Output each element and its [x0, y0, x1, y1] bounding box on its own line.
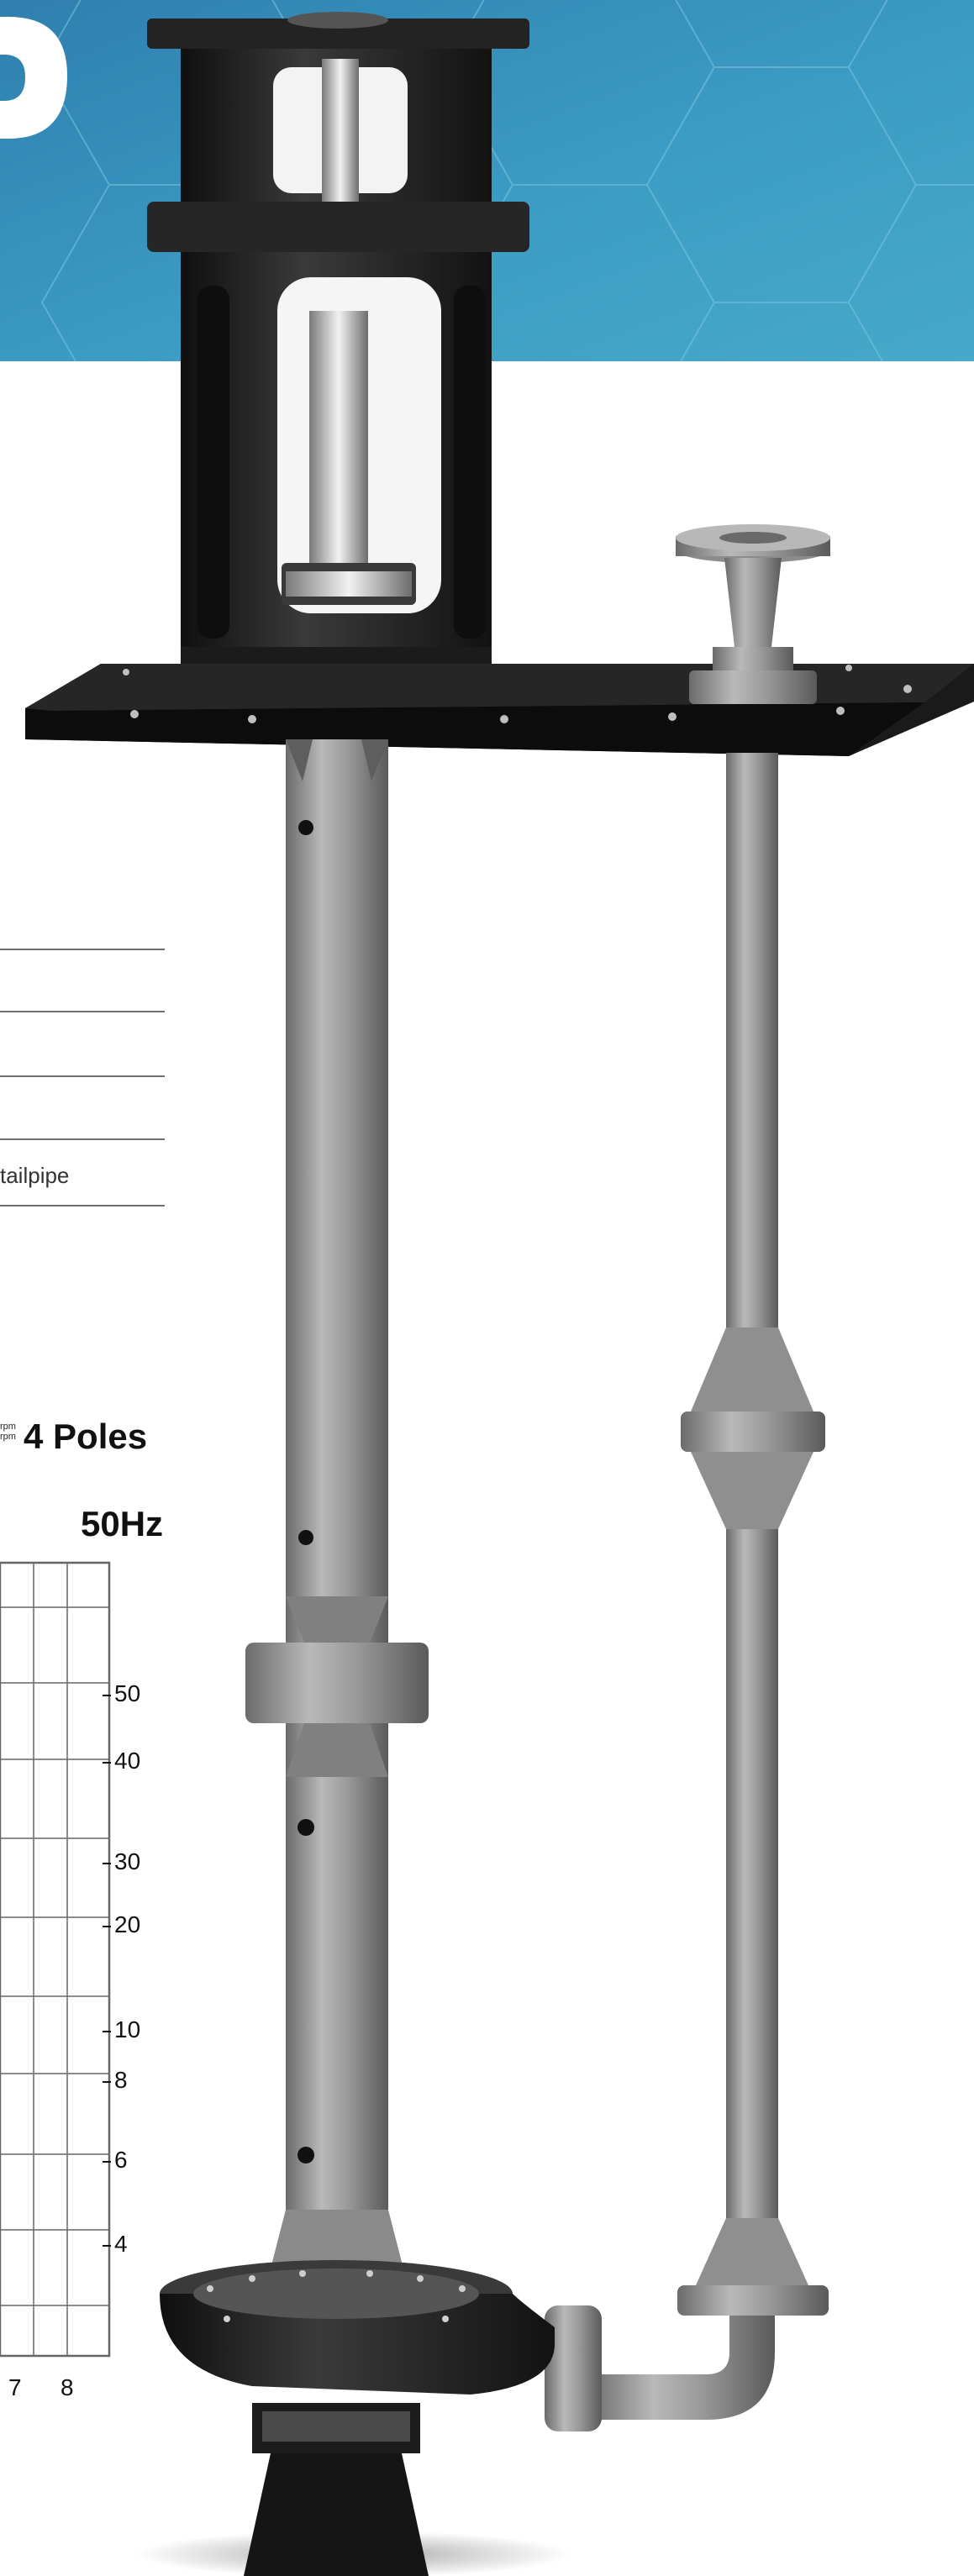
- poles-title: 4 Poles: [24, 1417, 148, 1456]
- x-tick-label: 7: [8, 2374, 22, 2400]
- mounting-plate: [25, 664, 974, 756]
- y-tick-label: 50: [114, 1680, 141, 1706]
- rpm-label-bottom: rpm: [0, 1432, 16, 1442]
- y-tick-label: 20: [114, 1911, 141, 1937]
- table-rule: [0, 1011, 165, 1012]
- pump-volute-casing: [160, 2260, 555, 2576]
- y-tick-label: 30: [114, 1848, 141, 1874]
- return-pipe: [545, 753, 829, 2431]
- y-tick-label: 8: [114, 2067, 128, 2093]
- y-tick-label: 40: [114, 1748, 141, 1774]
- table-rule: [0, 949, 165, 950]
- y-tick-label: 10: [114, 2016, 141, 2042]
- title-letter-fragment: [0, 17, 67, 139]
- x-tick-label: 8: [61, 2374, 74, 2400]
- table-rule: [0, 1138, 165, 1140]
- motor-stand: [147, 12, 529, 689]
- frequency-label: 50Hz: [81, 1504, 164, 1543]
- y-tick-label: 6: [114, 2147, 128, 2173]
- table-cell-tailpipe: tailpipe: [0, 1163, 70, 1188]
- main-column-pipe: [245, 739, 429, 2302]
- discharge-flange: [676, 524, 830, 704]
- rpm-label-top: rpm: [0, 1422, 16, 1432]
- y-tick-label: 4: [114, 2231, 128, 2257]
- table-rule: [0, 1075, 165, 1077]
- table-rule: [0, 1205, 165, 1207]
- performance-chart: [0, 1561, 111, 2358]
